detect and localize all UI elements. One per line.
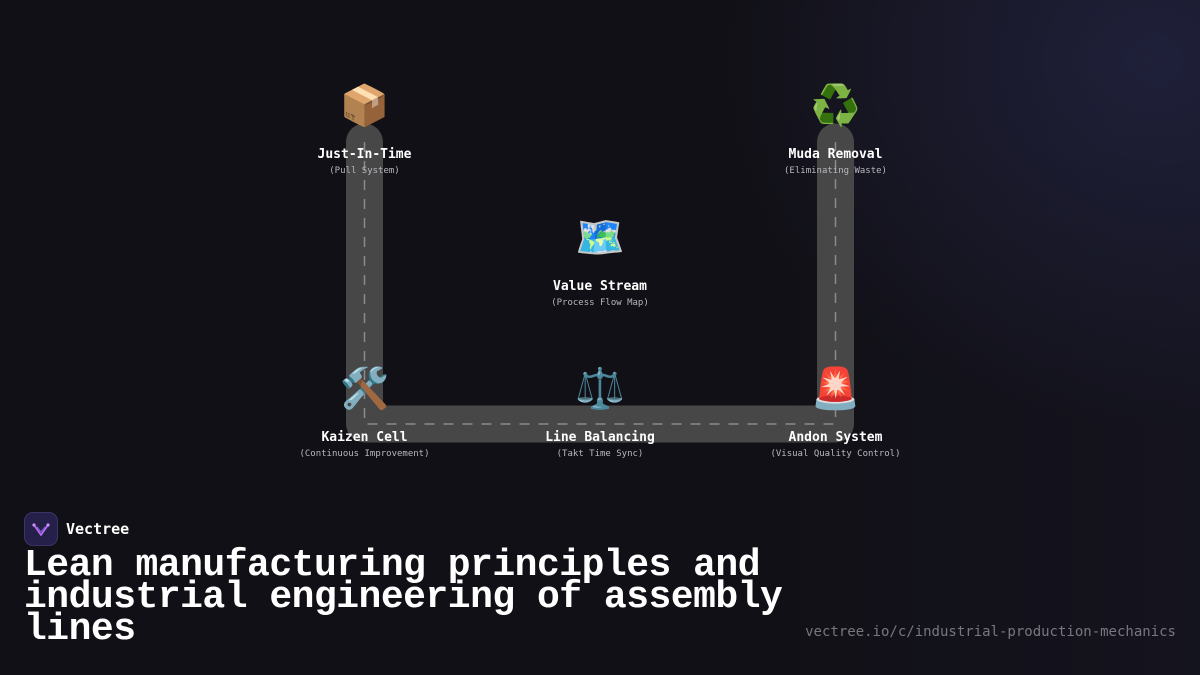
logo-mark — [32, 523, 50, 536]
node-line-balancing: ⚖️ Line Balancing (Takt Time Sync) — [490, 365, 710, 460]
node-title: Line Balancing — [545, 430, 655, 445]
node-title: Kaizen Cell — [321, 430, 408, 445]
node-title: Just-In-Time — [317, 147, 412, 162]
node-subtitle: (Eliminating Waste) — [784, 166, 887, 176]
node-subtitle: (Takt Time Sync) — [556, 449, 644, 459]
brand[interactable]: Vectree — [24, 512, 129, 546]
node-kaizen-cell: 🛠️ Kaizen Cell (Continuous Improvement) — [255, 365, 475, 460]
source-url[interactable]: vectree.io/c/industrial-production-mecha… — [805, 624, 1176, 640]
vectree-logo-icon — [24, 512, 58, 546]
node-title: Muda Removal — [788, 147, 883, 162]
package-icon: 📦 — [339, 83, 390, 129]
siren-icon: 🚨 — [810, 366, 861, 412]
track-center-dashes — [363, 142, 837, 425]
tools-icon: 🛠️ — [339, 366, 390, 412]
node-subtitle: (Pull System) — [329, 166, 400, 176]
map-icon: 🗺️ — [575, 215, 625, 261]
brand-name: Vectree — [66, 520, 130, 538]
node-andon-system: 🚨 Andon System (Visual Quality Control) — [726, 365, 946, 460]
node-subtitle: (Continuous Improvement) — [299, 449, 430, 459]
node-value-stream: 🗺️ Value Stream (Process Flow Map) — [490, 214, 710, 309]
node-muda-removal: ♻️ Muda Removal (Eliminating Waste) — [726, 82, 946, 177]
node-title: Andon System — [788, 430, 883, 445]
recycle-icon: ♻️ — [810, 83, 861, 129]
node-subtitle: (Process Flow Map) — [551, 298, 649, 308]
node-just-in-time: 📦 Just-In-Time (Pull System) — [255, 82, 475, 177]
node-title: Value Stream — [553, 279, 647, 294]
page-title: Lean manufacturing principles and indust… — [24, 544, 783, 651]
node-subtitle: (Visual Quality Control) — [770, 449, 901, 459]
scales-icon: ⚖️ — [575, 366, 625, 412]
